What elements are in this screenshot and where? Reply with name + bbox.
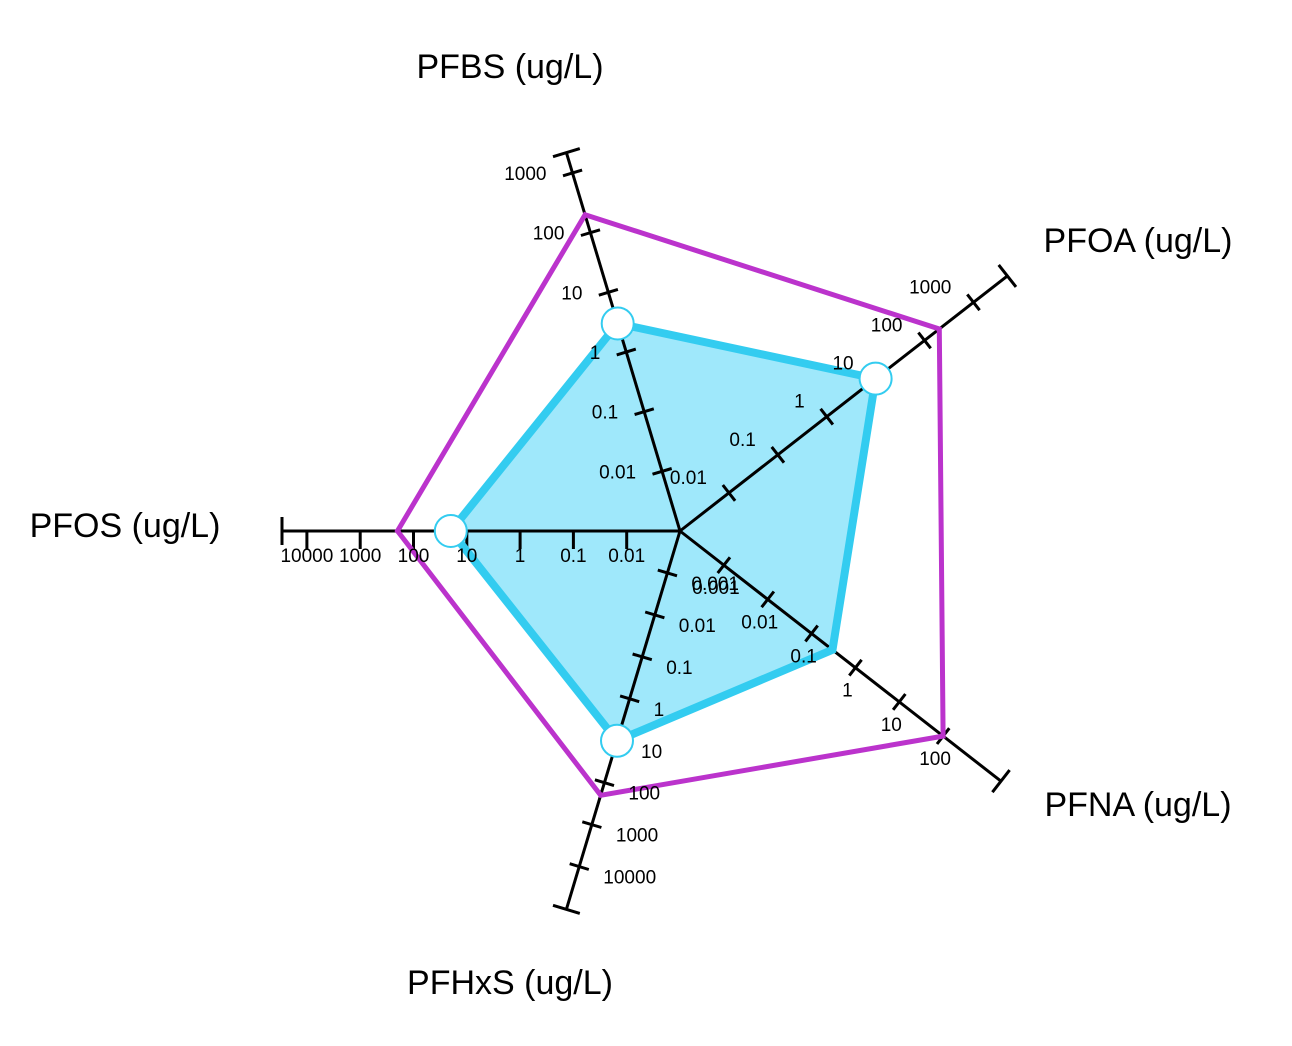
axis-3-tick-6	[581, 820, 602, 829]
axis-2-tick-label-1: 0.01	[741, 612, 778, 633]
axis-2-tick-label-4: 10	[881, 715, 902, 736]
axis-0-tick-0	[652, 467, 673, 476]
axis-line-1	[679, 274, 1009, 533]
axis-1-tick-label-5: 1000	[909, 277, 951, 298]
axis-title-2: PFNA (ug/L)	[1044, 786, 1231, 824]
axis-3-tick-label-6: 1000	[616, 826, 658, 847]
series-0-marker-3	[600, 723, 634, 758]
axis-2-tick-label-3: 1	[842, 681, 853, 702]
axis-title-1: PFOA (ug/L)	[1044, 222, 1233, 260]
axis-2-tick-3	[848, 658, 863, 677]
axis-1-tick-label-2: 1	[794, 392, 805, 413]
axis-3-tick-label-1: 0.01	[679, 616, 716, 637]
axis-3-tick-label-0: 0.001	[691, 574, 739, 595]
axis-4-tick-label-4: 100	[398, 546, 430, 567]
axis-end-cap-3	[552, 903, 581, 915]
axis-4-tick-label-5: 1000	[339, 546, 381, 567]
axis-1-tick-label-0: 0.01	[670, 468, 707, 489]
axis-1-tick-label-4: 100	[871, 315, 903, 336]
axis-0-tick-4	[580, 228, 601, 237]
axis-4-tick-label-0: 0.01	[608, 546, 645, 567]
axis-0-tick-2	[616, 347, 637, 357]
axis-4-tick-label-1: 0.1	[560, 546, 586, 567]
axis-3-tick-7	[569, 862, 590, 871]
axis-2-tick-4	[891, 693, 907, 711]
axis-0-tick-5	[562, 168, 583, 178]
marker-layer	[433, 306, 893, 758]
series-1-line	[394, 211, 946, 799]
axis-1-tick-label-1: 0.1	[729, 430, 755, 451]
axis-line-3	[564, 530, 682, 910]
axis-3-tick-label-4: 10	[641, 742, 662, 763]
axis-line-2	[679, 529, 1002, 783]
axis-3-tick-label-5: 100	[628, 784, 660, 805]
axis-3-tick-0	[657, 568, 678, 578]
series-0-marker-4	[433, 514, 468, 548]
axis-0-tick-label-0: 0.01	[599, 462, 636, 483]
axis-2-tick-1	[760, 590, 776, 609]
axis-3-tick-3	[619, 694, 640, 704]
axis-end-cap-1	[997, 263, 1018, 288]
axis-2-tick-0	[716, 556, 732, 575]
axis-2-tick-label-5: 100	[919, 749, 951, 770]
axis-1-tick-5	[966, 293, 981, 312]
axis-0-tick-1	[634, 407, 655, 416]
axis-1-tick-1	[770, 445, 786, 464]
axis-0-tick-label-1: 0.1	[592, 403, 618, 424]
axis-3-tick-label-2: 0.1	[666, 658, 692, 679]
axis-title-0: PFBS (ug/L)	[416, 48, 603, 86]
axis-1-tick-0	[721, 484, 737, 502]
axis-3-tick-label-7: 10000	[603, 868, 656, 889]
axis-0-tick-label-2: 1	[590, 343, 601, 364]
axis-2-tick-label-0: 0.001	[692, 578, 740, 599]
axis-0-tick-label-3: 10	[561, 283, 582, 304]
axis-4-tick-label-3: 10	[456, 546, 477, 567]
axis-1-tick-label-3: 10	[832, 354, 853, 375]
axis-2-tick-label-2: 0.1	[790, 647, 816, 668]
axis-title-3: PFHxS (ug/L)	[407, 964, 613, 1002]
axis-4-tick-label-2: 1	[515, 546, 526, 567]
series-0-marker-1	[858, 361, 893, 396]
axis-end-cap-2	[991, 769, 1011, 794]
series-0-marker-0	[600, 306, 635, 341]
axis-4-tick-label-6: 10000	[280, 546, 333, 567]
axis-3-tick-label-3: 1	[654, 700, 665, 721]
series-line-layer	[394, 211, 946, 799]
axis-3-tick-5	[594, 778, 615, 788]
axis-1-tick-2	[819, 407, 835, 426]
axis-0-tick-3	[598, 287, 619, 297]
axis-1-tick-4	[917, 331, 932, 350]
axes-layer	[280, 147, 1018, 915]
series-0-line	[445, 319, 881, 746]
axis-title-4: PFOS (ug/L)	[30, 507, 221, 545]
axis-2-tick-2	[804, 624, 819, 643]
axis-3-tick-2	[632, 652, 653, 662]
axis-3-tick-1	[644, 610, 665, 620]
axis-end-cap-0	[552, 147, 581, 159]
axis-0-tick-label-4: 100	[533, 224, 565, 245]
axis-0-tick-label-5: 1000	[504, 164, 546, 185]
